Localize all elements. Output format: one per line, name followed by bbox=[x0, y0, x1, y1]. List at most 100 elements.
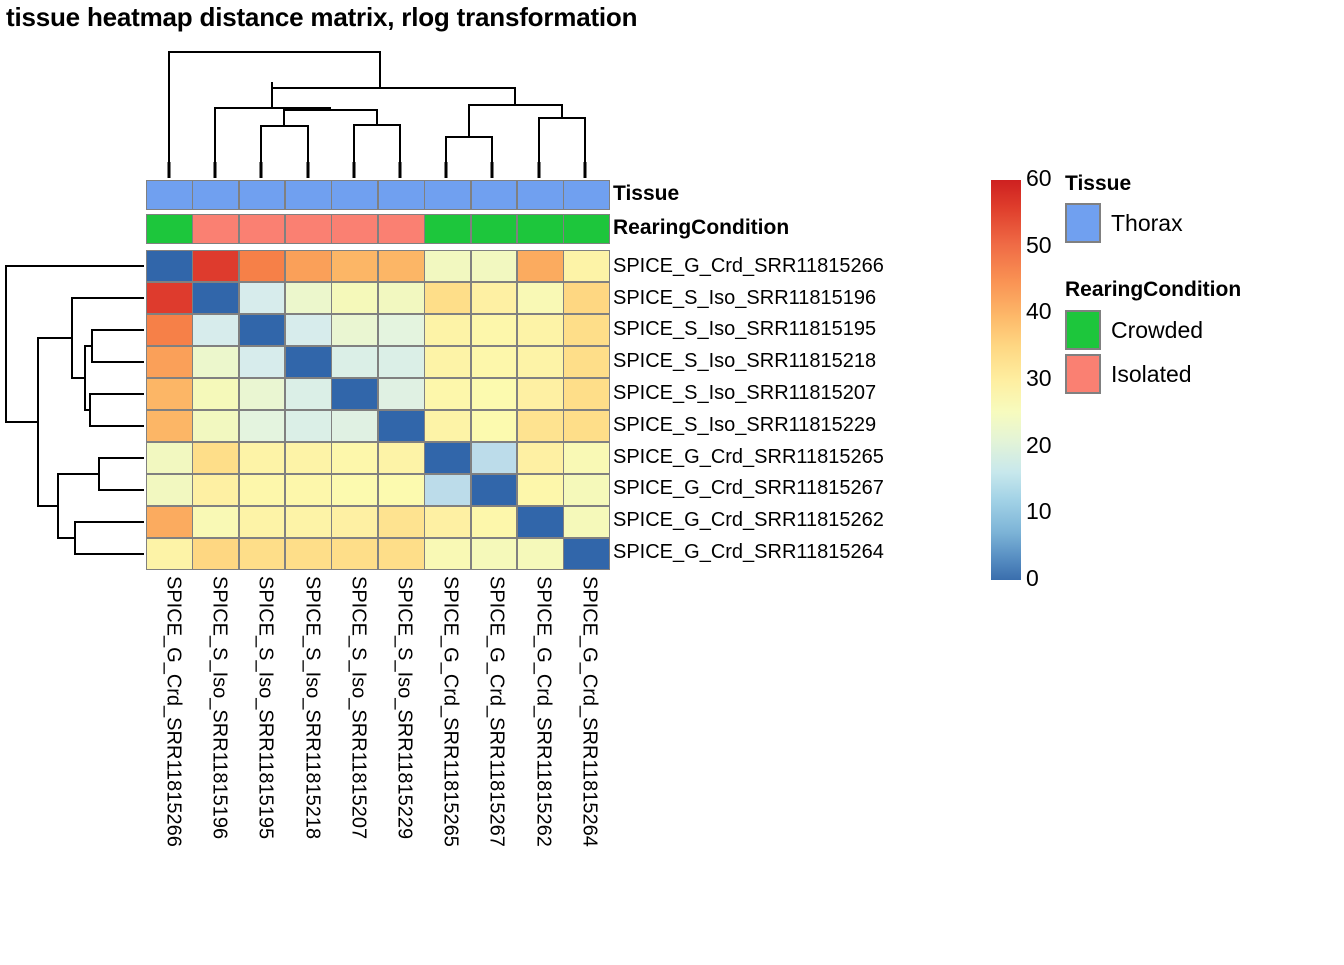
heatmap-cell bbox=[193, 506, 239, 538]
heatmap-cell bbox=[378, 251, 424, 282]
heatmap-cell bbox=[332, 282, 378, 314]
heatmap-cell bbox=[378, 346, 424, 378]
annotation-cell bbox=[147, 181, 192, 209]
heatmap-cell bbox=[332, 378, 378, 410]
column-label-slot: SPICE_S_Iso_SRR11815207 bbox=[331, 572, 377, 960]
heatmap-cell bbox=[239, 346, 285, 378]
heatmap-cell bbox=[239, 474, 285, 506]
heatmap-cell bbox=[378, 538, 424, 569]
annotation-cell bbox=[378, 181, 424, 209]
row-label: SPICE_S_Iso_SRR11815229 bbox=[613, 413, 877, 436]
heatmap-cell bbox=[239, 506, 285, 538]
heatmap-cell bbox=[147, 506, 192, 538]
heatmap-cell bbox=[425, 251, 470, 282]
colorbar-tick-label: 50 bbox=[1026, 231, 1052, 258]
heatmap-cell bbox=[332, 410, 378, 442]
legend-title-tissue: Tissue bbox=[1065, 172, 1132, 195]
column-label-slot: SPICE_S_Iso_SRR11815229 bbox=[377, 572, 423, 960]
heatmap-cell bbox=[471, 314, 517, 346]
heatmap-cell bbox=[332, 442, 378, 474]
heatmap-cell bbox=[286, 251, 331, 282]
heatmap-cell bbox=[193, 282, 239, 314]
heatmap-cell bbox=[378, 474, 424, 506]
heatmap-cell bbox=[425, 538, 470, 569]
annotation-bar-tissue bbox=[146, 180, 610, 210]
heatmap-cell bbox=[332, 538, 378, 569]
heatmap-cell bbox=[517, 442, 563, 474]
annotation-cell bbox=[517, 215, 563, 243]
heatmap-cell bbox=[517, 410, 563, 442]
heatmap-cell bbox=[378, 314, 424, 346]
heatmap-cell bbox=[286, 474, 331, 506]
column-label-slot: SPICE_S_Iso_SRR11815196 bbox=[192, 572, 238, 960]
annotation-cell bbox=[517, 181, 563, 209]
heatmap-cell bbox=[425, 442, 470, 474]
annotation-cell bbox=[286, 181, 331, 209]
heatmap-cell bbox=[239, 251, 285, 282]
heatmap-cell bbox=[286, 538, 331, 569]
heatmap-cell bbox=[378, 442, 424, 474]
heatmap-cell bbox=[286, 282, 331, 314]
column-label-slot: SPICE_G_Crd_SRR11815262 bbox=[516, 572, 562, 960]
column-label-slot: SPICE_G_Crd_SRR11815266 bbox=[146, 572, 192, 960]
annotation-cell bbox=[564, 181, 609, 209]
colorbar bbox=[991, 180, 1021, 580]
heatmap-cell bbox=[378, 410, 424, 442]
legend-item-crowded: Crowded bbox=[1065, 310, 1203, 350]
heatmap-cell bbox=[471, 538, 517, 569]
heatmap-cell bbox=[193, 538, 239, 569]
column-label-slot: SPICE_G_Crd_SRR11815267 bbox=[469, 572, 515, 960]
annotation-cell bbox=[378, 215, 424, 243]
heatmap-cell bbox=[239, 410, 285, 442]
heatmap-cell bbox=[425, 474, 470, 506]
heatmap-cell bbox=[378, 378, 424, 410]
heatmap-cell bbox=[286, 410, 331, 442]
heatmap-cell bbox=[425, 506, 470, 538]
heatmap-cell bbox=[471, 474, 517, 506]
annotation-cell bbox=[147, 215, 192, 243]
column-label: SPICE_S_Iso_SRR11815195 bbox=[254, 576, 277, 840]
heatmap-cell bbox=[286, 378, 331, 410]
row-label: SPICE_G_Crd_SRR11815262 bbox=[613, 509, 884, 532]
annotation-cell bbox=[332, 181, 378, 209]
heatmap-cell bbox=[193, 442, 239, 474]
annotation-cell bbox=[239, 215, 285, 243]
heatmap-cell bbox=[425, 282, 470, 314]
annotation-cell bbox=[332, 215, 378, 243]
heatmap-cell bbox=[147, 410, 192, 442]
heatmap-cell bbox=[239, 282, 285, 314]
legend-item-thorax: Thorax bbox=[1065, 203, 1183, 243]
heatmap-cell bbox=[471, 410, 517, 442]
colorbar-tick-label: 60 bbox=[1026, 165, 1052, 191]
heatmap-cell bbox=[517, 346, 563, 378]
legend-item-isolated: Isolated bbox=[1065, 354, 1192, 394]
heatmap-cell bbox=[517, 314, 563, 346]
heatmap-cell bbox=[471, 282, 517, 314]
heatmap-cell bbox=[517, 538, 563, 569]
annotation-cell bbox=[193, 181, 239, 209]
heatmap-cell bbox=[471, 506, 517, 538]
column-label-slot: SPICE_G_Crd_SRR11815264 bbox=[562, 572, 608, 960]
column-label: SPICE_G_Crd_SRR11815264 bbox=[578, 576, 601, 847]
heatmap-cell bbox=[147, 346, 192, 378]
legend-label-isolated: Isolated bbox=[1111, 360, 1192, 387]
heatmap-cell bbox=[193, 410, 239, 442]
column-label-slot: SPICE_G_Crd_SRR11815265 bbox=[423, 572, 469, 960]
heatmap-cell bbox=[332, 251, 378, 282]
heatmap-cell bbox=[147, 378, 192, 410]
heatmap-cell bbox=[147, 538, 192, 569]
heatmap-cell bbox=[471, 251, 517, 282]
annotation-cell bbox=[193, 215, 239, 243]
colorbar-tick-label: 30 bbox=[1026, 365, 1052, 391]
heatmap-cell bbox=[564, 282, 609, 314]
heatmap-cell bbox=[564, 442, 609, 474]
heatmap-grid bbox=[146, 250, 610, 570]
row-label: SPICE_S_Iso_SRR11815207 bbox=[613, 382, 877, 405]
annotation-cell bbox=[471, 215, 517, 243]
heatmap-cell bbox=[564, 538, 609, 569]
